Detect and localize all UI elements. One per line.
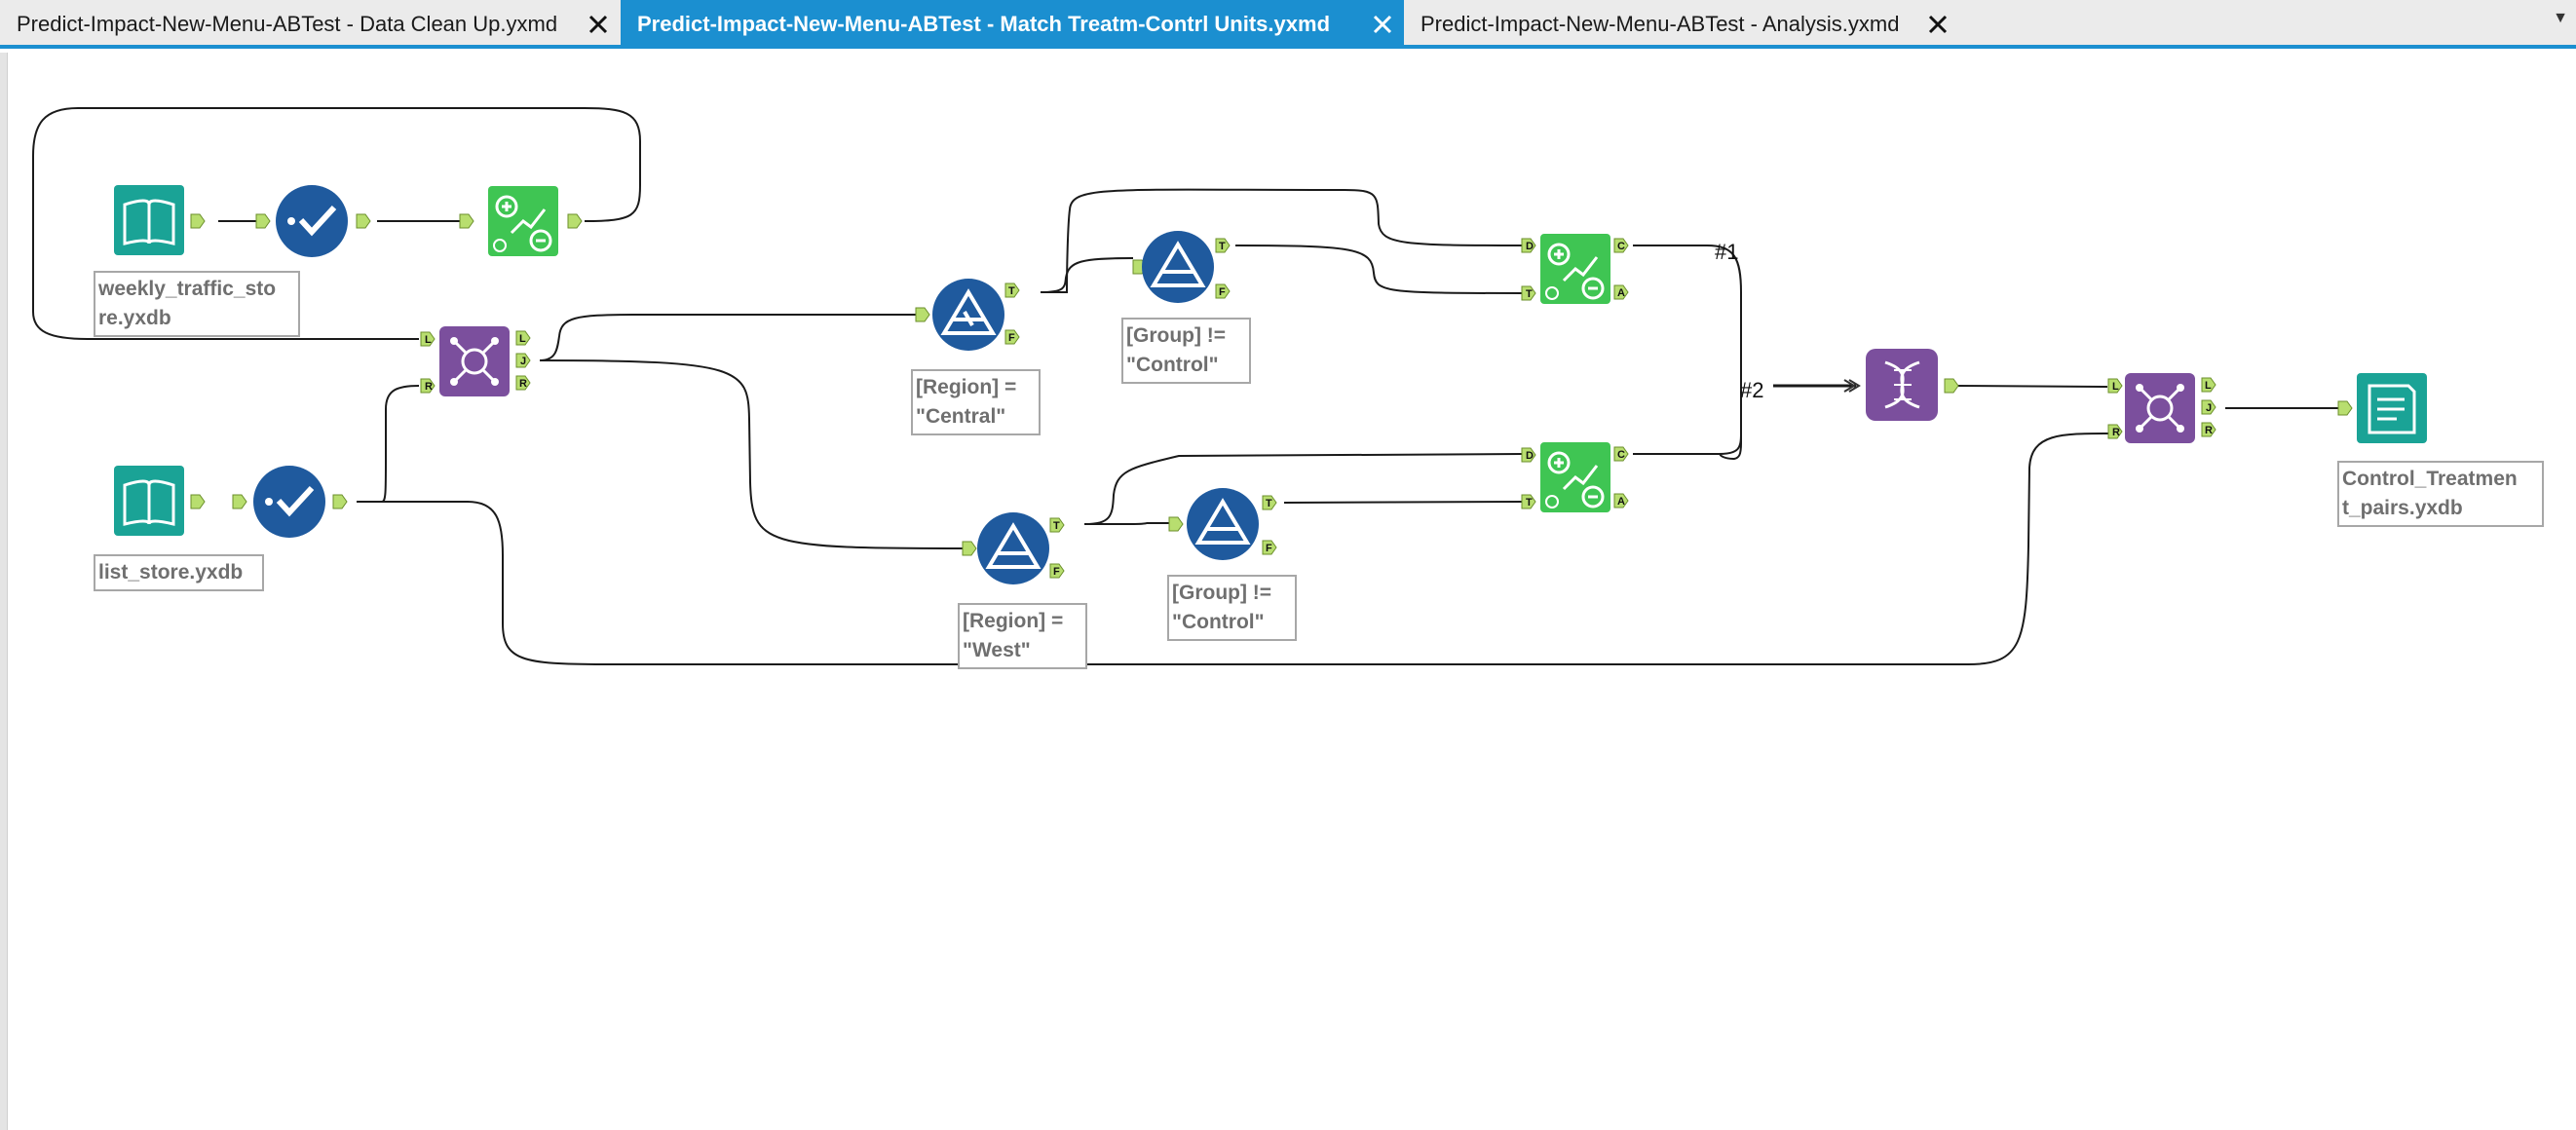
svg-text:R: R	[2112, 427, 2120, 438]
output-anchor[interactable]	[356, 213, 371, 229]
filter-tool-group-2[interactable]	[1187, 488, 1259, 560]
label-weekly-traffic: weekly_traffic_sto re.yxdb	[94, 271, 300, 337]
tab-label: Predict-Impact-New-Menu-ABTest - Data Cl…	[17, 12, 558, 36]
dna-tool[interactable]	[1866, 349, 1938, 421]
svg-text:D: D	[1526, 450, 1534, 462]
close-icon[interactable]	[587, 13, 610, 36]
input-anchor[interactable]	[1168, 516, 1184, 532]
output-anchor[interactable]	[1944, 378, 1959, 394]
select-tool-2[interactable]	[253, 466, 325, 538]
close-icon[interactable]	[1371, 13, 1394, 36]
join-tool-1[interactable]	[439, 326, 510, 396]
label-list-store: list_store.yxdb	[94, 554, 264, 591]
tab-label: Predict-Impact-New-Menu-ABTest - Match T…	[637, 12, 1331, 36]
svg-text:L: L	[2112, 381, 2119, 393]
workflow-canvas[interactable]: #1 #2 L R L J	[8, 53, 2576, 1130]
output-tool[interactable]	[2357, 373, 2427, 443]
svg-text:L: L	[2205, 380, 2212, 392]
predictive-tool-upper[interactable]	[1538, 232, 1612, 306]
svg-text:F: F	[1053, 566, 1060, 578]
svg-text:A: A	[1617, 287, 1625, 299]
input-anchor[interactable]	[915, 307, 930, 322]
svg-text:F: F	[1008, 332, 1015, 344]
svg-text:T: T	[1266, 498, 1272, 509]
filter-tool-central[interactable]	[932, 279, 1004, 351]
input-anchor[interactable]	[962, 541, 977, 556]
checkmark-icon	[276, 485, 315, 517]
svg-text:F: F	[1266, 543, 1272, 554]
tab-data-clean-up[interactable]: Predict-Impact-New-Menu-ABTest - Data Cl…	[0, 0, 620, 49]
tab-label: Predict-Impact-New-Menu-ABTest - Analysi…	[1421, 12, 1900, 36]
book-icon	[123, 479, 175, 526]
label-filter-group-2: [Group] != "Control"	[1167, 575, 1297, 641]
input-anchor[interactable]	[232, 494, 247, 509]
predictive-tool[interactable]	[486, 184, 560, 258]
svg-text:R: R	[2205, 425, 2213, 436]
select-tool-1[interactable]	[276, 185, 348, 257]
svg-text:T: T	[1053, 520, 1060, 532]
checkmark-icon	[298, 205, 337, 237]
input-tool-weekly[interactable]	[114, 185, 184, 255]
filter-tool-group-1[interactable]	[1142, 231, 1214, 303]
svg-text:T: T	[1219, 241, 1226, 252]
input-anchor[interactable]	[255, 213, 271, 229]
tab-analysis[interactable]: Predict-Impact-New-Menu-ABTest - Analysi…	[1404, 0, 1959, 49]
svg-text:J: J	[2206, 402, 2212, 414]
book-icon	[123, 199, 175, 245]
label-filter-west: [Region] = "West"	[958, 603, 1087, 669]
svg-text:L: L	[519, 333, 526, 345]
input-tool-list-store[interactable]	[114, 466, 184, 536]
output-anchor[interactable]	[332, 494, 348, 509]
svg-text:A: A	[1617, 496, 1625, 508]
svg-text:R: R	[519, 378, 527, 390]
filter-tool-west[interactable]	[977, 512, 1049, 584]
close-icon[interactable]	[1926, 13, 1950, 36]
output-anchor[interactable]	[190, 213, 206, 229]
svg-text:T: T	[1526, 497, 1533, 508]
input-anchor[interactable]	[459, 213, 474, 229]
svg-text:J: J	[520, 356, 526, 367]
svg-text:F: F	[1219, 286, 1226, 298]
svg-text:T: T	[1008, 285, 1015, 297]
join-tool-2[interactable]	[2125, 373, 2195, 443]
svg-text:D: D	[1526, 241, 1534, 252]
canvas-left-edge	[0, 53, 8, 1130]
label-filter-central: [Region] = "Central"	[911, 369, 1041, 435]
tab-match-treatm-contrl-units[interactable]: Predict-Impact-New-Menu-ABTest - Match T…	[621, 0, 1404, 49]
workflow-graph: #1 #2 L R L J	[32, 107, 2427, 665]
svg-text:T: T	[1526, 288, 1533, 300]
wire-label-2: #2	[1740, 378, 1763, 402]
svg-text:L: L	[425, 334, 432, 346]
svg-text:C: C	[1617, 449, 1625, 461]
svg-text:R: R	[425, 381, 433, 393]
output-anchor[interactable]	[190, 494, 206, 509]
document-icon	[2368, 384, 2416, 434]
chevron-down-icon[interactable]: ▼	[2553, 10, 2568, 26]
label-filter-group-1: [Group] != "Control"	[1121, 318, 1251, 384]
connections	[32, 107, 2340, 665]
label-output: Control_Treatmen t_pairs.yxdb	[2337, 461, 2544, 527]
tab-bar: Predict-Impact-New-Menu-ABTest - Data Cl…	[0, 0, 2576, 49]
wire-label-1: #1	[1715, 240, 1738, 264]
output-anchor[interactable]	[567, 213, 583, 229]
predictive-tool-lower[interactable]	[1538, 440, 1612, 514]
svg-text:C: C	[1617, 241, 1625, 252]
input-anchor[interactable]	[2337, 400, 2353, 416]
